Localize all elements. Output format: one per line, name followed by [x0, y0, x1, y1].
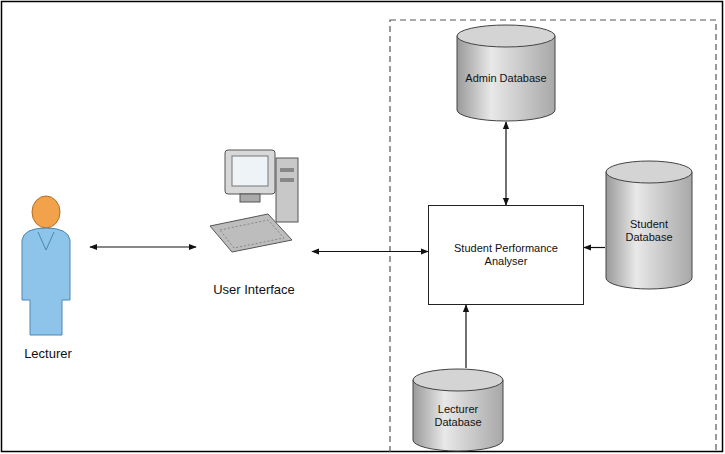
system-boundary	[390, 20, 716, 454]
node-label: Student Database	[613, 218, 685, 244]
node-label: Lecturer	[24, 346, 72, 362]
interface-node: User Interface	[196, 140, 312, 298]
computer-icon	[210, 150, 298, 252]
node-label: Lecturer Database	[420, 403, 496, 429]
connector-arrow	[90, 246, 196, 247]
database-cylinder: Student Database	[605, 160, 693, 290]
process-box: Student Performance Analyser	[428, 205, 584, 305]
connector-arrow	[505, 122, 506, 205]
database-cylinder: Lecturer Database	[412, 368, 504, 452]
node-label: User Interface	[213, 282, 295, 298]
connector-arrow	[312, 251, 428, 252]
database-cylinder: Admin Database	[456, 24, 556, 122]
connector-arrow	[465, 305, 466, 368]
person-icon	[22, 196, 70, 335]
connector-arrow	[584, 247, 605, 248]
node-label: Student Performance Analyser	[435, 242, 577, 268]
node-label: Admin Database	[465, 72, 546, 85]
actor-node: Lecturer	[6, 196, 90, 362]
